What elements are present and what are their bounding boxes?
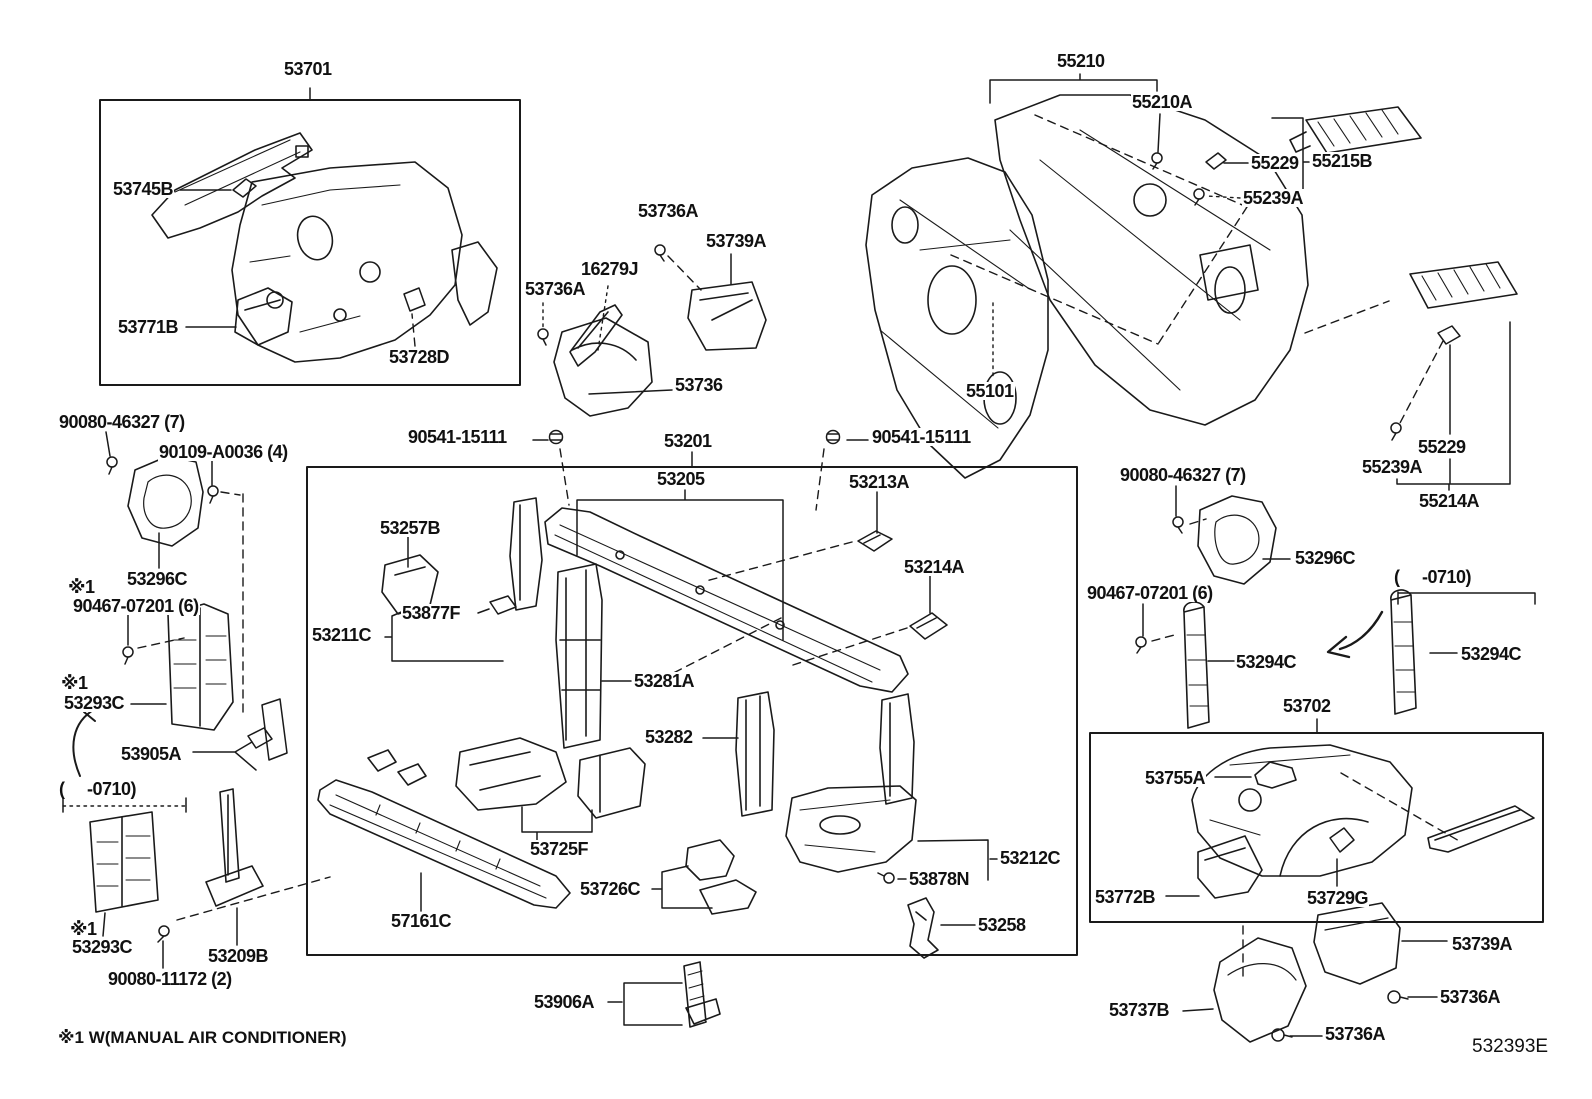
part-label-53258[interactable]: 53258 [977, 915, 1027, 935]
part-sketch-louver-53294C-right [1390, 589, 1417, 715]
part-label-53213A[interactable]: 53213A [848, 472, 911, 492]
part-label-53205[interactable]: 53205 [656, 469, 706, 489]
part-label-53736A-2[interactable]: 53736A [524, 279, 587, 299]
part-label-55214A[interactable]: 55214A [1418, 491, 1481, 511]
curved-arrow-left [72, 703, 99, 777]
part-sketch-apron-assembly-53702 [1191, 744, 1535, 899]
part-label-53736A-1[interactable]: 53736A [637, 201, 700, 221]
part-label-55239A-1[interactable]: 55239A [1242, 188, 1305, 208]
part-label-53282[interactable]: 53282 [644, 727, 694, 747]
leader-lines-right [1142, 321, 1536, 1037]
part-label-53296C-1[interactable]: 53296C [126, 569, 189, 589]
part-label-53296C-2[interactable]: 53296C [1294, 548, 1357, 568]
part-label-55229-1[interactable]: 55229 [1250, 153, 1300, 173]
part-label-53725F[interactable]: 53725F [529, 839, 590, 859]
part-label-rem-1[interactable]: ※1 [67, 577, 96, 597]
part-sketch-cowl-pieces-top [553, 281, 767, 417]
leader-lines-center [384, 439, 998, 1026]
part-label-53906A[interactable]: 53906A [533, 992, 596, 1012]
part-sketch-cowl-grille-55214A [1409, 261, 1518, 309]
part-sketch-dash-panel-55101 [865, 157, 1049, 479]
part-label-53728D[interactable]: 53728D [388, 347, 451, 367]
part-label-90541-15111-2[interactable]: 90541-15111 [871, 427, 972, 447]
group-dashed-lines [62, 114, 1462, 977]
part-label-53755A[interactable]: 53755A [1144, 768, 1207, 788]
part-label-rem-3[interactable]: ※1 [69, 919, 98, 939]
part-label-53201[interactable]: 53201 [663, 431, 713, 451]
part-label-90467-07201-2[interactable]: 90467-07201 (6) [1086, 583, 1214, 603]
part-label-55215B[interactable]: 55215B [1311, 151, 1374, 171]
part-label-53209B[interactable]: 53209B [207, 946, 270, 966]
part-label-53736A-3[interactable]: 53736A [1439, 987, 1502, 1007]
part-label-90109-A0036[interactable]: 90109-A0036 (4) [158, 442, 289, 462]
part-label-53739A-2[interactable]: 53739A [1451, 934, 1514, 954]
part-label-53294C-2[interactable]: 53294C [1460, 644, 1523, 664]
part-label-55239A-2[interactable]: 55239A [1361, 457, 1424, 477]
part-label-53726C[interactable]: 53726C [579, 879, 642, 899]
part-label-90080-46327-2[interactable]: 90080-46327 (7) [1119, 465, 1247, 485]
part-label-win-0710-2[interactable]: ( -0710) [1393, 567, 1473, 587]
part-label-53257B[interactable]: 53257B [379, 518, 442, 538]
part-label-53736[interactable]: 53736 [674, 375, 724, 395]
part-label-53293C-2[interactable]: 53293C [71, 937, 134, 957]
part-label-53702[interactable]: 53702 [1282, 696, 1332, 716]
part-label-53294C-1[interactable]: 53294C [1235, 652, 1298, 672]
diagram-code: 532393E [1472, 1036, 1549, 1057]
group-leader-lines [62, 73, 1536, 1037]
part-sketch-gasket-53296C-left [127, 455, 204, 547]
part-label-90080-46327-1[interactable]: 90080-46327 (7) [58, 412, 186, 432]
part-label-53729G[interactable]: 53729G [1306, 888, 1370, 908]
part-label-win-0710-1[interactable]: ( -0710) [58, 779, 138, 799]
part-label-55101[interactable]: 55101 [965, 381, 1015, 401]
part-sketch-cowl-grille-55215B [1289, 106, 1422, 154]
part-label-53737B[interactable]: 53737B [1108, 1000, 1171, 1020]
part-label-53739A-1[interactable]: 53739A [705, 231, 768, 251]
part-label-53701[interactable]: 53701 [283, 59, 333, 79]
part-label-53211C[interactable]: 53211C [311, 625, 373, 645]
part-sketch-brace-53209B [205, 788, 264, 907]
leader-lines-left [62, 73, 1310, 969]
part-sketch-fender-apron-53701 [151, 132, 498, 363]
part-sketch-radiator-support [317, 497, 939, 959]
part-sketch-seal-53739A-bottom [1313, 902, 1401, 985]
part-sketch-dash-insulator-55210 [994, 94, 1309, 426]
part-label-90080-11172[interactable]: 90080-11172 (2) [107, 969, 233, 989]
footnote-manual-air-conditioner: ※1 W(MANUAL AIR CONDITIONER) [58, 1028, 347, 1047]
group-part-sketches [72, 94, 1535, 1043]
part-label-55210[interactable]: 55210 [1056, 51, 1106, 71]
part-label-55229-2[interactable]: 55229 [1417, 437, 1467, 457]
part-label-55210A[interactable]: 55210A [1131, 92, 1194, 112]
bolt-icons [106, 152, 1409, 1042]
part-label-53214A[interactable]: 53214A [903, 557, 966, 577]
part-sketch-stay-53906A [683, 961, 721, 1028]
part-sketch-louver-53293C-0710 [89, 811, 159, 913]
part-label-53878N[interactable]: 53878N [908, 869, 971, 889]
dotted-lines [62, 195, 1241, 807]
part-label-53745B[interactable]: 53745B [112, 179, 175, 199]
part-label-57161C[interactable]: 57161C [390, 911, 453, 931]
group-fasteners [106, 152, 1461, 1042]
part-label-53772B[interactable]: 53772B [1094, 887, 1157, 907]
part-label-53281A[interactable]: 53281A [633, 671, 696, 691]
part-label-53877F[interactable]: 53877F [401, 603, 462, 623]
part-sketch-seal-53737B [1213, 937, 1307, 1043]
box-53701 [99, 99, 521, 386]
part-label-90541-15111-1[interactable]: 90541-15111 [407, 427, 508, 447]
curved-arrow-right [1326, 610, 1384, 659]
part-label-53736A-4[interactable]: 53736A [1324, 1024, 1387, 1044]
part-label-53212C[interactable]: 53212C [999, 848, 1062, 868]
part-label-53771B[interactable]: 53771B [117, 317, 180, 337]
part-sketch-apron-seal-53293C-up [167, 603, 234, 731]
part-label-16279J[interactable]: 16279J [580, 259, 640, 279]
part-label-53905A[interactable]: 53905A [120, 744, 183, 764]
part-sketch-louver-53294C-mid [1183, 601, 1210, 729]
grommet-icons [548, 429, 841, 445]
part-label-53293C-1[interactable]: 53293C [63, 693, 126, 713]
part-sketch-gasket-53296C-right [1197, 495, 1277, 585]
group-boxes [99, 99, 1544, 956]
part-label-rem-2[interactable]: ※1 [60, 673, 89, 693]
dashed-lines [137, 114, 1462, 977]
part-label-90467-07201-1[interactable]: 90467-07201 (6) [72, 596, 200, 616]
